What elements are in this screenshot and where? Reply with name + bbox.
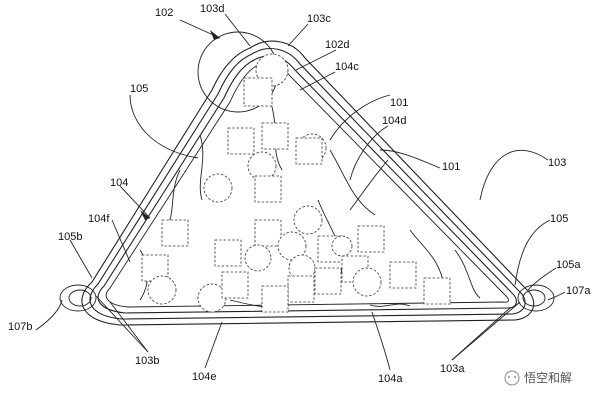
label-104: 104	[110, 177, 128, 189]
reference-labels: 102 103d 103c 102d 104c 105 101 104d 101…	[8, 3, 591, 385]
label-104f: 104f	[88, 213, 110, 225]
label-101-b: 101	[442, 161, 460, 173]
label-105b: 105b	[58, 231, 82, 243]
label-103-right: 103	[548, 157, 566, 169]
label-103d: 103d	[200, 3, 224, 15]
label-104c: 104c	[335, 61, 359, 73]
watermark: 悟空和解	[504, 370, 572, 386]
label-101-a: 101	[390, 97, 408, 109]
label-103b: 103b	[135, 355, 159, 367]
label-105a: 105a	[556, 259, 581, 271]
label-107a: 107a	[566, 285, 591, 297]
label-107b: 107b	[8, 321, 32, 333]
label-104e: 104e	[192, 371, 216, 383]
label-104a: 104a	[378, 373, 403, 385]
label-102: 102	[155, 7, 173, 19]
particles	[141, 53, 451, 313]
side-loop-107b	[59, 284, 97, 312]
watermark-text: 悟空和解	[524, 370, 572, 385]
label-105-top: 105	[130, 83, 148, 95]
label-104d: 104d	[382, 115, 406, 127]
label-102d: 102d	[325, 39, 349, 51]
side-loop-107a	[517, 284, 555, 312]
label-105-right: 105	[550, 213, 568, 225]
label-103a: 103a	[440, 363, 465, 375]
wechat-icon	[504, 370, 520, 386]
leader-lines	[35, 13, 566, 371]
label-103c: 103c	[307, 13, 331, 25]
